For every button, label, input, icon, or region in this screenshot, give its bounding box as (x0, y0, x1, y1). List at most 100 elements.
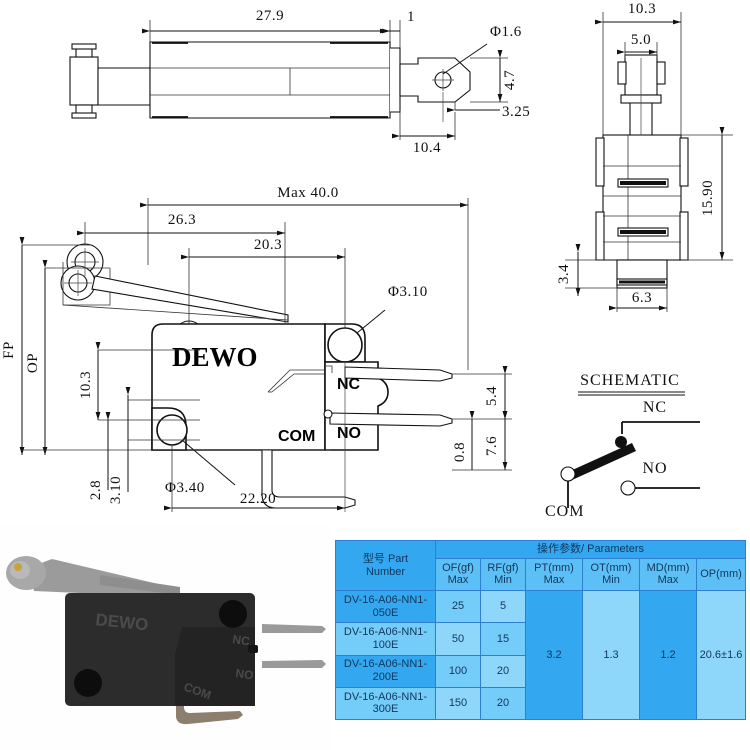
no-label: NO (337, 425, 361, 442)
header-rf-l2: Min (494, 574, 512, 587)
dim-phi-1-6: Φ1.6 (490, 24, 522, 40)
lever-edge (62, 304, 289, 321)
dim-15-90: 15.90 (700, 180, 716, 216)
dim-4-7: 4.7 (502, 70, 518, 90)
photo-lever-shade (100, 575, 180, 595)
com-step-line2 (271, 373, 325, 393)
photo-nc-label: NC (232, 632, 251, 648)
table-row: DV-16-A06-NN1-300E 150 20 (335, 686, 746, 721)
cell-part-3: DV-16-A06-NN1-300E (335, 686, 436, 721)
header-part-number-en: Part (387, 552, 409, 565)
cell-rf-3: 20 (480, 686, 526, 721)
dim-22-20: 22.20 (240, 491, 276, 507)
photo-hole-left (74, 669, 102, 697)
schematic-title: SCHEMATIC (580, 372, 680, 389)
table-row: DV-16-A06-NN1-200E 100 20 (335, 654, 746, 688)
header-pt: PT(mm) Max (525, 557, 583, 592)
cell-rf-0: 5 (480, 590, 526, 624)
cell-ot-merged: 1.3 (582, 590, 640, 720)
top-left-side-view: 27.9 1 Φ1.6 4.7 3.25 10.4 (69, 8, 530, 156)
roller-body (69, 56, 99, 106)
table-header-row-1: 型号 Part Number 操作参数/ Parameters (335, 539, 746, 592)
header-md: MD(mm) Max (639, 557, 697, 592)
lever-blade (91, 275, 289, 323)
com-blade (261, 449, 356, 509)
tr-slot-2 (620, 230, 666, 234)
parameters-table: 型号 Part Number 操作参数/ Parameters OF(gf) M… (335, 539, 746, 721)
dim-phi-3-40: Φ3.40 (165, 480, 205, 496)
header-part-number-en2: Number (365, 565, 406, 578)
tr-slot-1 (620, 181, 666, 185)
top-right-front-view: 10.3 5.0 15.90 3.4 6.3 (556, 1, 733, 312)
leader-phi16 (442, 43, 488, 75)
header-md-l2: Max (657, 574, 679, 587)
dim-5-4: 5.4 (484, 386, 500, 406)
dim-2-8: 2.8 (88, 480, 104, 500)
lever-arm (97, 67, 151, 106)
cell-part-1: DV-16-A06-NN1-100E (335, 622, 436, 656)
header-of-l1: OF(gf) (442, 561, 474, 574)
com-node (560, 466, 576, 482)
header-part-number: 型号 Part Number (335, 539, 436, 592)
nc-label: NC (337, 376, 361, 393)
label-fp: FP (1, 341, 17, 359)
cell-rf-1: 15 (480, 622, 526, 656)
table-header-row-2: OF(gf) Max RF(gf) Min PT(mm) Max OT(mm) … (336, 557, 746, 592)
com-label: COM (278, 428, 315, 445)
schematic-com-label: COM (545, 503, 584, 520)
dim-max-40: Max 40.0 (277, 185, 339, 201)
label-op: OP (25, 353, 41, 373)
tr-tab-l1 (595, 137, 605, 187)
header-part-number-cn: 型号 (362, 552, 385, 565)
product-photo: DEWO NC NO COM (0, 525, 330, 750)
tr-tab-r1 (679, 137, 689, 187)
dim-20-3: 20.3 (254, 237, 282, 253)
cell-of-0: 25 (435, 590, 481, 624)
dim-5-0: 5.0 (631, 32, 651, 48)
cell-pt-merged: 3.2 (525, 590, 583, 720)
schematic-nc-label: NC (643, 399, 667, 416)
header-md-l1: MD(mm) (646, 561, 690, 574)
header-ot-l1: OT(mm) (590, 561, 632, 574)
header-rf: RF(gf) Min (480, 557, 526, 592)
photo-hole-right (219, 600, 247, 628)
dim-7-6: 7.6 (484, 436, 500, 456)
tr-tab-r2 (679, 211, 689, 261)
switch-body-top (149, 41, 391, 119)
tr-roller-ear-l (617, 61, 627, 85)
schematic-diagram: SCHEMATIC NC COM NO (545, 372, 700, 520)
right-mount-hole (327, 327, 363, 363)
main-front-view: DEWO NC NO COM Max 40.0 26.3 20.3 Φ3.10 … (1, 185, 512, 512)
no-pivot-dot (323, 409, 333, 419)
dim-10-4: 10.4 (413, 140, 441, 156)
header-of: OF(gf) Max (435, 557, 481, 592)
dim-26-3: 26.3 (168, 212, 196, 228)
photo-terminal-no (262, 660, 326, 668)
header-of-l2: Max (447, 574, 469, 587)
dim-3-25: 3.25 (502, 104, 530, 120)
cell-of-3: 150 (435, 686, 481, 721)
leader-phi310 (356, 309, 386, 334)
cell-rf-2: 20 (480, 654, 526, 688)
schematic-no-label: NO (642, 460, 667, 477)
nc-node (615, 436, 627, 448)
roller-pin-top (71, 43, 97, 50)
cell-part-2: DV-16-A06-NN1-200E (335, 654, 436, 688)
header-parameters: 操作参数/ Parameters (435, 540, 746, 559)
photo-terminal-com (176, 706, 243, 725)
cell-md-merged: 1.2 (639, 590, 697, 720)
tr-roller-ear-r (656, 61, 666, 85)
nc-notch (325, 365, 333, 373)
dim-3-4: 3.4 (556, 264, 572, 284)
header-rf-l1: RF(gf) (487, 561, 519, 574)
schematic-lever (568, 443, 636, 480)
table-row: DV-16-A06-NN1-050E 25 5 3.2 1.3 1.2 20.6… (335, 590, 746, 720)
dim-1: 1 (407, 9, 415, 25)
leader-phi340 (181, 439, 236, 486)
dim-phi-3-10: Φ3.10 (388, 284, 428, 300)
dim-27-9: 27.9 (256, 8, 284, 24)
header-ot: OT(mm) Min (582, 557, 640, 592)
dim-6-3: 6.3 (632, 290, 652, 306)
roller-pin-bottom (71, 112, 97, 119)
